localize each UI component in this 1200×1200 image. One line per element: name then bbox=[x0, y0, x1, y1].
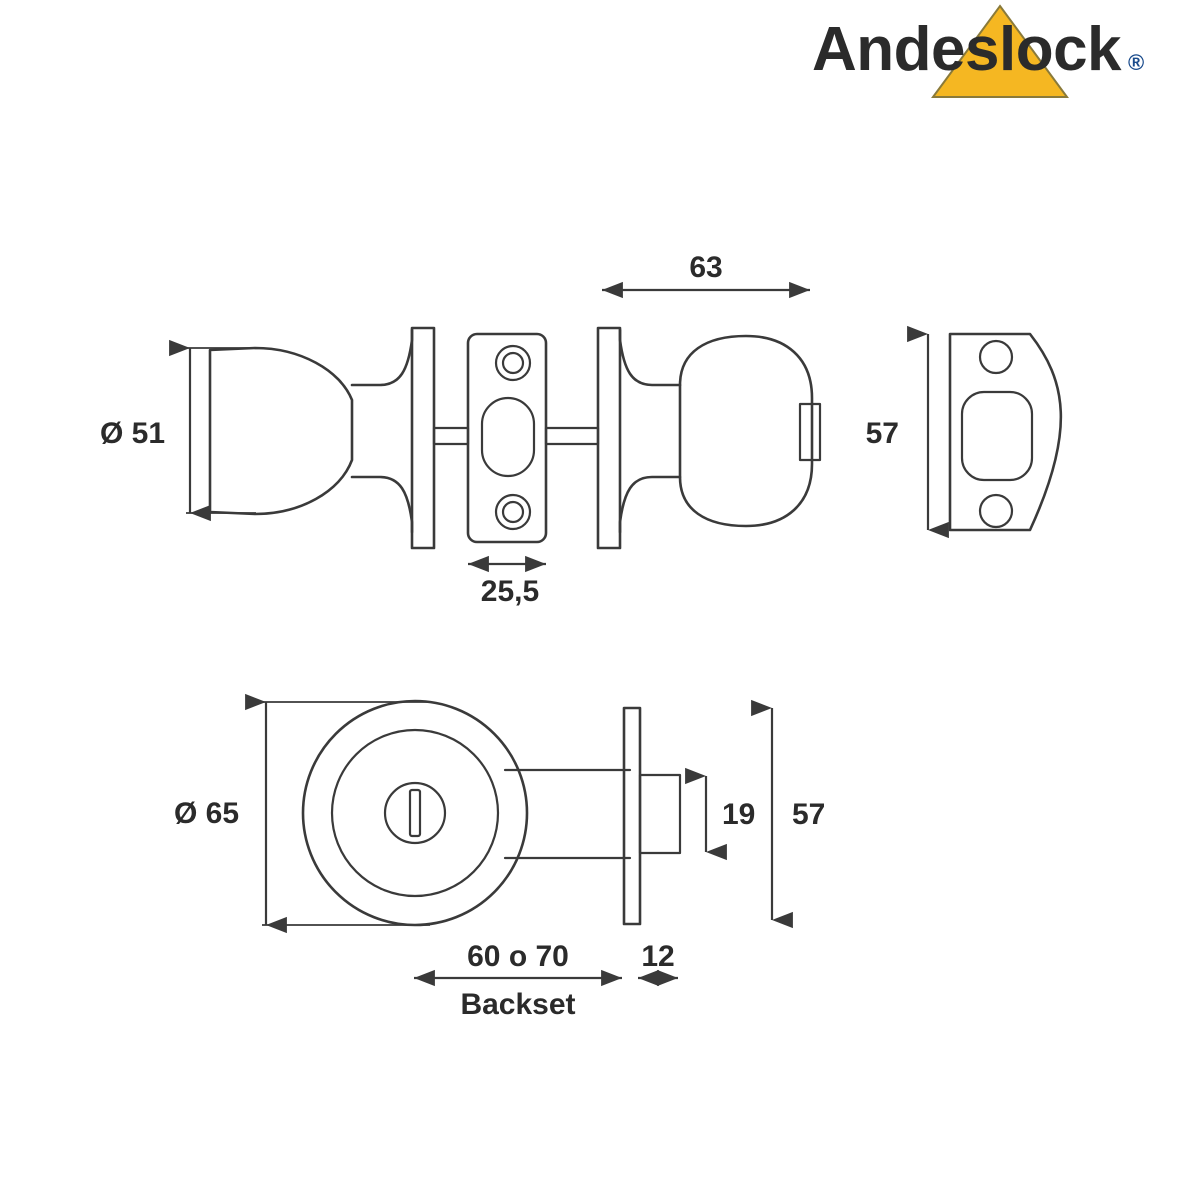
dimension-latch-bolt-height: 19 bbox=[685, 767, 755, 861]
dimension-faceplate-height: 57 bbox=[751, 699, 825, 929]
latch-screw-hole-top-inner bbox=[501, 351, 525, 375]
right-rose-plate bbox=[596, 326, 622, 550]
left-rose-plate bbox=[410, 326, 436, 550]
latch-screw-hole-bottom-inner bbox=[501, 500, 525, 524]
strike-plate-body bbox=[948, 332, 1063, 532]
dimension-latch-plate-width: 25,5 bbox=[468, 555, 546, 608]
left-knob-neck-lower bbox=[350, 475, 414, 534]
turn-button-slot bbox=[408, 788, 422, 838]
latch-screw-hole-top-outer bbox=[494, 344, 532, 382]
left-knob-neck bbox=[350, 328, 414, 387]
right-knob-body bbox=[678, 334, 814, 528]
logo-trademark-icon: ® bbox=[1128, 50, 1144, 75]
strike-plate-opening bbox=[960, 390, 1034, 482]
dimension-strike-plate-height: 57 bbox=[866, 325, 949, 539]
dimension-label-backset: 60 o 70 bbox=[467, 940, 569, 973]
dimension-label-faceplate-height: 57 bbox=[792, 798, 825, 831]
left-spindle bbox=[432, 426, 470, 446]
right-knob-neck-lower bbox=[618, 475, 682, 534]
turn-button-circle bbox=[383, 781, 447, 845]
dimension-rose-diameter: Ø 65 bbox=[174, 693, 430, 934]
logo-wordmark: Andeslock bbox=[812, 15, 1122, 84]
right-knob-neck-upper bbox=[618, 328, 682, 387]
dimension-caption-backset: Backset bbox=[460, 988, 575, 1021]
left-knob-body bbox=[208, 346, 354, 516]
logo-triangle-icon bbox=[931, 4, 1069, 98]
strike-screw-hole-top bbox=[978, 339, 1014, 375]
dimension-label-strike-plate-height: 57 bbox=[866, 417, 899, 450]
dimension-label-projection: 63 bbox=[689, 251, 722, 284]
dimension-backset: 60 o 70 Backset bbox=[414, 940, 622, 1021]
dimension-knob-diameter: Ø 51 bbox=[100, 339, 256, 522]
top-view-group: Ø 51 63 25,5 57 bbox=[100, 251, 1063, 608]
dimension-label-rose-diameter: Ø 65 bbox=[174, 797, 239, 830]
rose-outer-circle bbox=[301, 699, 529, 927]
dimension-label-faceplate-thickness: 12 bbox=[641, 940, 674, 973]
bottom-view-group: Ø 65 60 o 70 Backset 12 19 57 bbox=[174, 693, 825, 1021]
brand-logo: Andeslock ® bbox=[812, 4, 1145, 98]
right-spindle bbox=[544, 426, 600, 446]
latch-screw-hole-bottom-outer bbox=[494, 493, 532, 531]
dimension-label-knob-diameter: Ø 51 bbox=[100, 417, 165, 450]
latch-faceplate bbox=[622, 706, 642, 926]
dimension-faceplate-thickness: 12 bbox=[638, 940, 678, 987]
latch-bolt bbox=[638, 773, 682, 855]
strike-screw-hole-bottom bbox=[978, 493, 1014, 529]
rose-inner-circle bbox=[330, 728, 500, 898]
right-knob-tip-stub bbox=[798, 402, 822, 462]
dimension-label-latch-bolt-height: 19 bbox=[722, 798, 755, 831]
dimension-label-latch-plate-width: 25,5 bbox=[481, 575, 539, 608]
latch-bolt-opening bbox=[480, 396, 536, 478]
dimension-projection: 63 bbox=[602, 251, 810, 299]
